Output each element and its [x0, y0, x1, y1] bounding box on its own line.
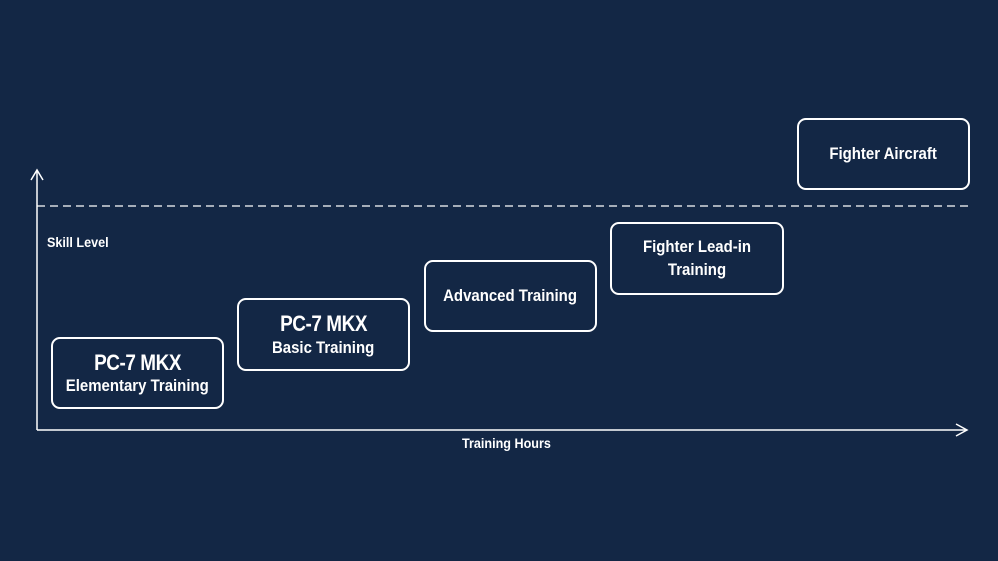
stage-fighter-lead-in-training: Fighter Lead-in Training — [610, 222, 784, 295]
stage-name: Basic Training — [272, 337, 375, 357]
stage-elementary-training: PC-7 MKX Elementary Training — [51, 337, 224, 409]
x-axis-label: Training Hours — [462, 435, 551, 451]
stage-basic-training: PC-7 MKX Basic Training — [237, 298, 410, 371]
stage-name: Elementary Training — [66, 376, 209, 395]
stage-advanced-training: Advanced Training — [424, 260, 597, 332]
x-axis-arrowhead — [955, 423, 969, 437]
y-axis-arrowhead — [30, 168, 44, 181]
stage-fighter-aircraft: Fighter Aircraft — [797, 118, 970, 190]
y-axis-label: Skill Level — [47, 234, 109, 250]
stage-name: Advanced Training — [443, 285, 578, 305]
stage-name: Fighter Aircraft — [829, 143, 938, 163]
stage-model: PC-7 MKX — [280, 311, 367, 337]
stage-model: PC-7 MKX — [94, 349, 181, 375]
stage-name: Fighter Lead-in Training — [642, 237, 752, 279]
